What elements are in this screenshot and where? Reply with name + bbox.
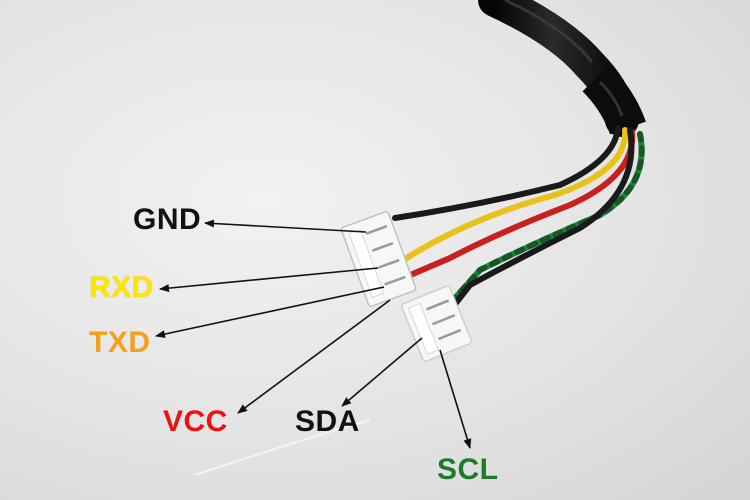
- arrow-rxd: [159, 267, 379, 293]
- connector-3pin: [400, 285, 473, 363]
- label-gnd: GND: [133, 203, 202, 236]
- label-sda: SDA: [295, 405, 360, 438]
- label-vcc: VCC: [163, 405, 228, 438]
- arrow-txd: [155, 286, 385, 339]
- arrow-scl: [439, 349, 472, 449]
- main-cable: [478, 0, 646, 137]
- label-txd: TXD: [89, 326, 151, 359]
- arrow-gnd: [204, 219, 367, 233]
- label-scl: SCL: [437, 453, 499, 486]
- pin-arrows: [155, 219, 472, 449]
- label-rxd: RXD: [89, 271, 154, 304]
- arrow-sda: [341, 337, 423, 407]
- connector-4pin: [340, 211, 417, 307]
- arrow-vcc: [237, 299, 391, 414]
- wire-bundle: [392, 125, 645, 311]
- background-reflection: [194, 419, 371, 476]
